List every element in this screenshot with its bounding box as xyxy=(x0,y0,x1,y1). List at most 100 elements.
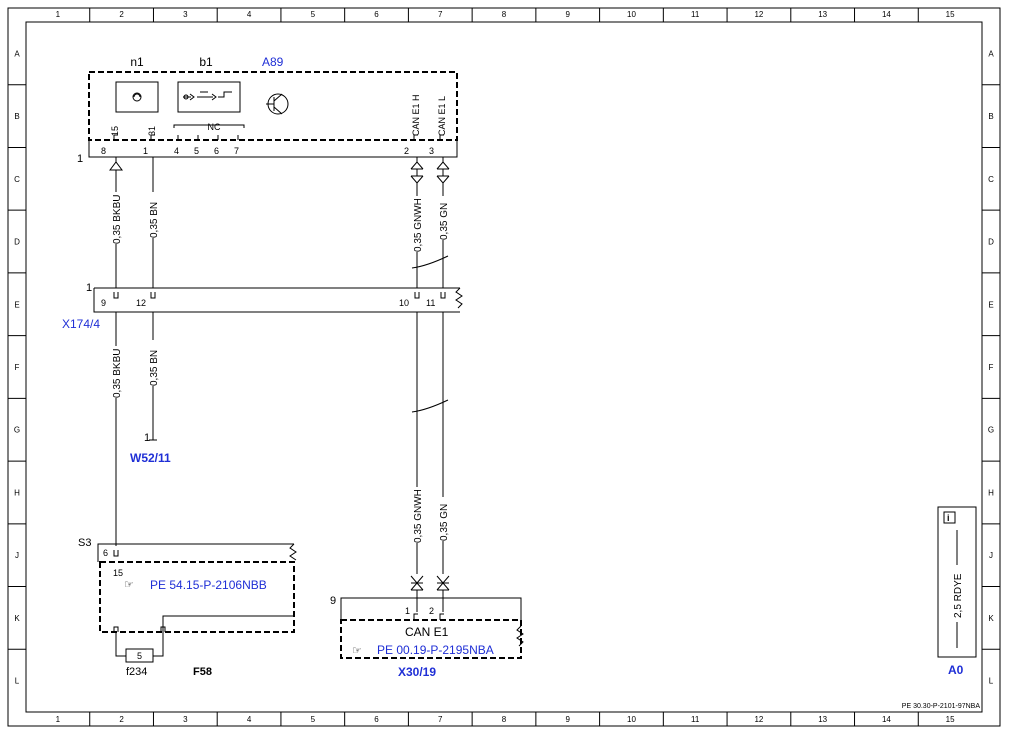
a89-bottom-pin-4: 4 xyxy=(174,146,179,156)
b1-box xyxy=(177,81,241,113)
grid-column-label: 7 xyxy=(438,10,443,19)
wire-label-gn-upper: 0,35 GN xyxy=(439,203,450,240)
wire-label-gnwh-lower: 0,35 GNWH xyxy=(413,489,424,543)
b1-sensor-icon xyxy=(183,91,232,101)
x30-pin-ticks xyxy=(413,613,444,620)
wire-label-bn-upper: 0,35 BN xyxy=(149,202,160,238)
grid-row-label: K xyxy=(14,614,20,623)
grid-column-label: 12 xyxy=(754,10,763,19)
wire-label-gnwh-upper: 0,35 GNWH xyxy=(413,198,424,252)
x174-pin-10: 10 xyxy=(399,298,409,308)
f58-wires xyxy=(115,632,164,657)
n1-box xyxy=(115,81,159,113)
can-l-double-arrow-connector xyxy=(436,157,450,184)
a89-bottom-pin-1: 1 xyxy=(143,146,148,156)
grid-column-label: 1 xyxy=(56,715,61,724)
a89-sub-n1: n1 xyxy=(130,55,144,69)
grid-column-label: 2 xyxy=(119,715,124,724)
a89-sub-b1: b1 xyxy=(199,55,213,69)
can-twist-upper xyxy=(411,255,449,269)
s3-label: S3 xyxy=(78,537,91,549)
grid-column-label: 15 xyxy=(946,715,955,724)
a89-box xyxy=(88,71,458,141)
x30-box xyxy=(340,619,522,659)
a0-box xyxy=(937,506,977,658)
x174-pin-12: 12 xyxy=(136,298,146,308)
inner-frame xyxy=(25,21,983,713)
fuse-f234-box xyxy=(125,648,154,663)
a89-bottom-pin-7: 7 xyxy=(234,146,239,156)
a89-pin-15-label: 15 xyxy=(110,126,120,136)
grid-column-label: 14 xyxy=(882,715,891,724)
grid-column-label: 3 xyxy=(183,10,188,19)
x174-pin-ticks xyxy=(113,292,446,299)
document-reference: PE 30.30-P-2101-97NBA xyxy=(902,703,981,710)
grid-row-label: C xyxy=(14,175,20,184)
grid-column-label: 5 xyxy=(311,10,316,19)
grid-column-label: 9 xyxy=(566,715,571,724)
nc-bracket xyxy=(173,124,245,128)
grid-row-label: D xyxy=(988,238,994,247)
grid-column-label: 1 xyxy=(56,10,61,19)
grid-column-label: 14 xyxy=(882,10,891,19)
grid-column-label: 8 xyxy=(502,715,507,724)
s3-reference-link[interactable]: ☞ PE 54.15-P-2106NBB xyxy=(124,578,267,592)
nc-label: NC xyxy=(208,122,221,132)
grid-row-label: J xyxy=(989,551,993,560)
w52-pin: 1 xyxy=(144,432,150,444)
x30-reference-link[interactable]: ☞ PE 00.19-P-2195NBA xyxy=(352,643,494,657)
x30-reference[interactable]: PE 00.19-P-2195NBA xyxy=(377,643,494,657)
grid-column-label: 10 xyxy=(627,715,636,724)
s3-pin-6-tick xyxy=(113,550,119,557)
grid-row-label: A xyxy=(14,49,20,58)
grid-column-label: 6 xyxy=(374,715,379,724)
wire-label-bkbu-middle: 0,35 BKBU xyxy=(112,349,123,398)
a89-pin-can-l-label: CAN E1 L xyxy=(437,96,447,136)
s3-pin-6: 6 xyxy=(103,548,108,558)
info-icon-glyph: i xyxy=(947,513,950,523)
info-icon[interactable] xyxy=(943,511,956,524)
grid-column-label: 4 xyxy=(247,10,252,19)
can-twist-lower xyxy=(411,399,449,413)
s3-top-strip xyxy=(97,543,294,562)
grid-column-label: 11 xyxy=(691,10,700,19)
wire-label-bn-middle: 0,35 BN xyxy=(149,350,160,386)
grid-column-label: 6 xyxy=(374,10,379,19)
grid-row-label: F xyxy=(15,363,20,372)
n1-symbol-icon xyxy=(132,92,142,102)
grid-column-label: 5 xyxy=(311,715,316,724)
x30-break-icon xyxy=(516,625,524,647)
a0-label: A0 xyxy=(948,663,964,677)
grid-row-label: E xyxy=(14,300,19,309)
s3-pin-ticks-bottom xyxy=(113,626,166,632)
wire-label-gn-lower: 0,35 GN xyxy=(439,504,450,541)
x174-pin-11: 11 xyxy=(426,298,435,308)
x30-connector-number: 9 xyxy=(330,595,336,607)
grid-row-label: J xyxy=(15,551,19,560)
grid-row-label: C xyxy=(988,175,994,184)
grid-row-label: H xyxy=(988,488,994,497)
a89-bottom-pin-2: 2 xyxy=(404,146,409,156)
grid-column-label: 8 xyxy=(502,10,507,19)
grid-row-label: H xyxy=(14,488,20,497)
grid-row-label: E xyxy=(988,300,993,309)
a89-connector-strip xyxy=(88,140,458,158)
s3-reference[interactable]: PE 54.15-P-2106NBB xyxy=(150,578,267,592)
s3-internal-wire xyxy=(162,615,293,632)
a89-connector-number: 1 xyxy=(77,153,83,165)
f58-label: F58 xyxy=(193,666,212,678)
grid-column-label: 9 xyxy=(566,10,571,19)
grid-row-label: L xyxy=(15,677,20,686)
x174-strip xyxy=(93,287,460,313)
grid-row-label: F xyxy=(989,363,994,372)
x174-label: X174/4 xyxy=(62,317,100,331)
s3-box xyxy=(99,561,295,633)
grid-column-label: 10 xyxy=(627,10,636,19)
a89-bottom-pin-3: 3 xyxy=(429,146,434,156)
x30-lower-connectors xyxy=(410,575,450,612)
